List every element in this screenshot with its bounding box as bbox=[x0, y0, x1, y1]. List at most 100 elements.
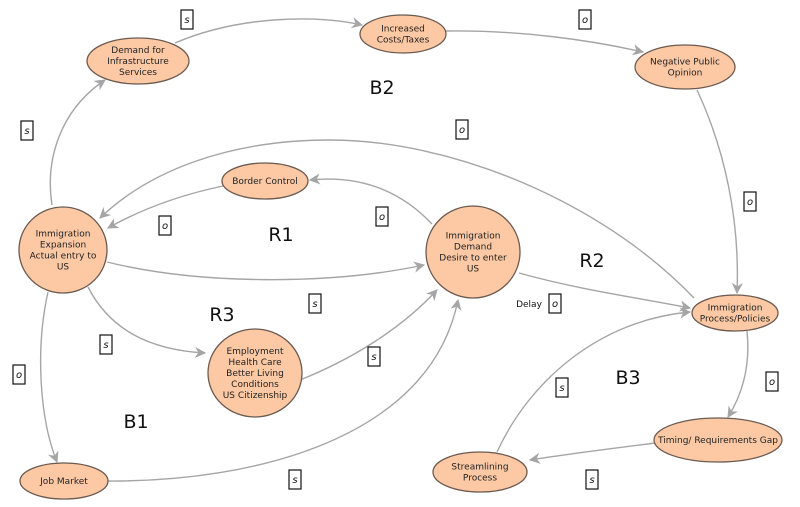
node-shape bbox=[221, 162, 309, 200]
polarity-label: o bbox=[375, 206, 389, 227]
polarity-label: o bbox=[743, 191, 757, 212]
polarity-box bbox=[288, 469, 302, 490]
node-shape bbox=[653, 417, 783, 463]
polarity-text: o bbox=[459, 125, 465, 136]
node-label: Border Control bbox=[232, 177, 298, 187]
node-label: Opinion bbox=[668, 69, 703, 79]
node-shape bbox=[425, 205, 521, 299]
node-shape bbox=[634, 44, 736, 90]
polarity-text: o bbox=[379, 212, 385, 223]
polarity-label: s bbox=[367, 346, 381, 367]
polarity-label: s bbox=[555, 377, 569, 398]
node-label: Employment bbox=[226, 347, 284, 357]
polarity-label: o bbox=[765, 371, 779, 392]
polarity-text: o bbox=[582, 15, 588, 26]
polarity-label: o bbox=[548, 293, 562, 314]
node-label: Timing/ Requirements Gap bbox=[657, 436, 778, 446]
polarity-label: s bbox=[308, 293, 322, 314]
polarity-box bbox=[743, 191, 757, 212]
edge-streamlining-to-process bbox=[496, 307, 692, 453]
polarity-label: s bbox=[99, 334, 113, 355]
polarity-box bbox=[308, 293, 322, 314]
node-shape bbox=[432, 451, 528, 493]
polarity-text: s bbox=[559, 383, 564, 394]
node-shape bbox=[207, 328, 303, 418]
loop-label-b3: B3 bbox=[615, 367, 640, 389]
polarity-text: o bbox=[552, 299, 558, 310]
edge-costs-to-neg_opinion bbox=[445, 30, 645, 56]
polarity-box bbox=[180, 9, 194, 30]
edge-job_market-to-demand bbox=[107, 298, 462, 482]
edge-expansion-to-demand bbox=[106, 261, 426, 281]
node-label: Expansion bbox=[40, 241, 86, 251]
node-label: Job Market bbox=[39, 477, 88, 487]
polarity-box bbox=[548, 293, 562, 314]
node-job-market[interactable]: Job Market bbox=[19, 462, 109, 500]
node-label: Immigration bbox=[708, 304, 763, 314]
polarity-text: o bbox=[16, 370, 22, 381]
node-label: Desire to enter bbox=[439, 254, 507, 264]
node-label: Negative Public bbox=[650, 58, 720, 68]
node-label: Immigration bbox=[36, 230, 91, 240]
edge-demand_infra-to-costs bbox=[174, 17, 364, 44]
edge-process-to-timing bbox=[727, 330, 749, 418]
edge-demand-to-border bbox=[308, 173, 433, 225]
polarity-text: o bbox=[162, 221, 168, 232]
polarity-box bbox=[99, 334, 113, 355]
polarity-label: o bbox=[158, 215, 172, 236]
polarity-label: o bbox=[578, 9, 592, 30]
node-timing[interactable]: Timing/ Requirements Gap bbox=[653, 417, 783, 463]
edge-demand-to-process bbox=[518, 272, 692, 312]
edge-expansion-to-job_market bbox=[39, 291, 59, 464]
node-shape bbox=[18, 206, 108, 294]
polarity-box bbox=[375, 206, 389, 227]
node-label: Better Living bbox=[226, 369, 284, 379]
edges-layer bbox=[39, 17, 749, 482]
polarity-box bbox=[158, 215, 172, 236]
node-label: US bbox=[57, 263, 70, 273]
polarity-text: s bbox=[292, 475, 297, 486]
edge-expansion-to-employment bbox=[87, 286, 207, 359]
node-label: Services bbox=[119, 68, 157, 78]
polarity-text: s bbox=[24, 126, 29, 137]
node-label: Process/Policies bbox=[700, 315, 771, 325]
node-label: Streamlining bbox=[451, 463, 508, 473]
node-label: Health Care bbox=[228, 358, 282, 368]
node-label: Actual entry to bbox=[30, 252, 97, 262]
polarity-text: o bbox=[747, 197, 753, 208]
polarity-box bbox=[20, 120, 34, 141]
loop-label-r3: R3 bbox=[209, 304, 234, 326]
node-label: US Citizenship bbox=[223, 391, 288, 401]
polarity-box bbox=[765, 371, 779, 392]
node-border[interactable]: Border Control bbox=[221, 162, 309, 200]
node-shape bbox=[19, 462, 109, 500]
node-shape bbox=[691, 294, 779, 332]
node-label: Conditions bbox=[231, 380, 279, 390]
node-label: Process bbox=[463, 474, 497, 484]
polarity-box bbox=[555, 377, 569, 398]
polarity-text: s bbox=[103, 340, 108, 351]
polarity-text: o bbox=[769, 377, 775, 388]
node-label: Immigration bbox=[446, 232, 501, 242]
node-shape bbox=[359, 14, 447, 54]
node-label: Increased bbox=[381, 25, 425, 35]
polarity-label: s bbox=[585, 469, 599, 490]
polarity-box bbox=[578, 9, 592, 30]
node-label: US bbox=[467, 265, 480, 275]
edge-border-to-expansion bbox=[107, 185, 224, 229]
polarity-label: s bbox=[20, 120, 34, 141]
node-label: Infrastructure bbox=[107, 57, 169, 67]
edge-neg_opinion-to-process bbox=[696, 89, 744, 295]
polarity-text: s bbox=[312, 299, 317, 310]
